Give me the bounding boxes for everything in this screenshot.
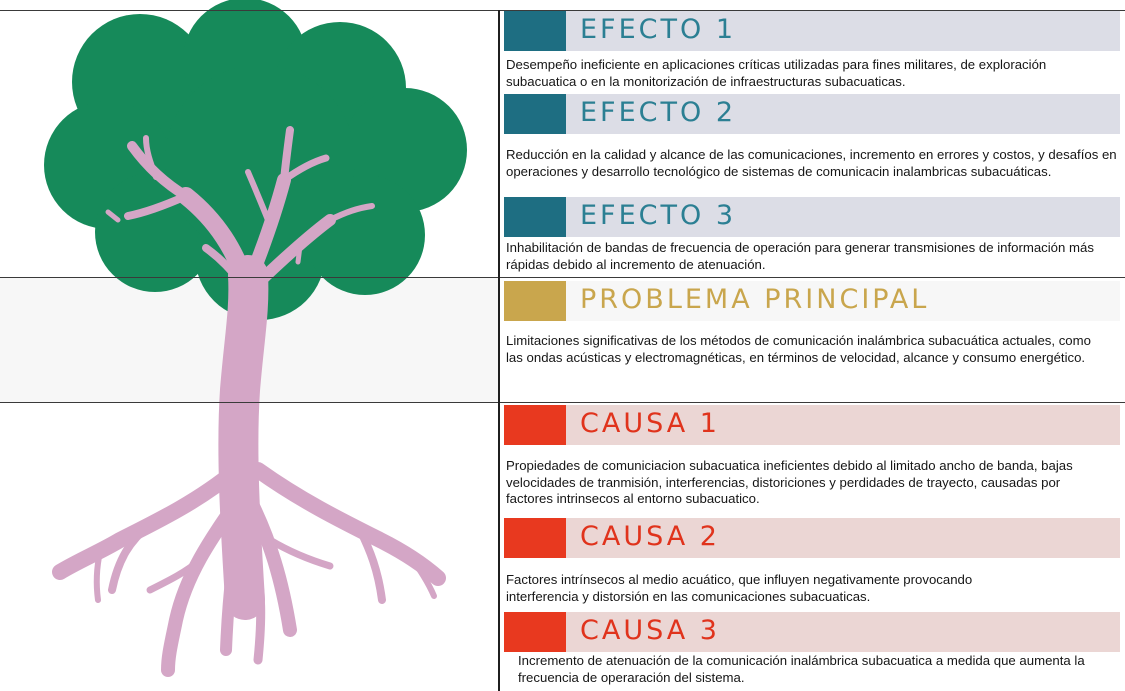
efecto-3-text: Inhabilitación de bandas de frecuencia d… xyxy=(506,240,1094,272)
causa-3-text: Incremento de atenuación de la comunicac… xyxy=(518,653,1085,685)
efecto-1-header: EFECTO 1 xyxy=(504,11,1120,51)
causa-2-swatch xyxy=(504,518,566,558)
column-divider xyxy=(498,10,500,691)
causa-2-bar xyxy=(566,518,1120,558)
causa-2-title: CAUSA 2 xyxy=(580,521,720,552)
separator-problem-causes xyxy=(0,402,1125,403)
efecto-3-swatch xyxy=(504,197,566,237)
causa-1-bar xyxy=(566,405,1120,445)
efecto-3-header: EFECTO 3 xyxy=(504,197,1120,237)
efecto-1-bar xyxy=(566,11,1120,51)
causa-3-swatch xyxy=(504,612,566,652)
tree-canopy xyxy=(44,0,467,320)
separator-effects-problem xyxy=(0,277,1125,278)
efecto-1-swatch xyxy=(504,11,566,51)
causa-1-text: Propiedades de comuniciacion subacuatica… xyxy=(506,458,1073,506)
efecto-1-title: EFECTO 1 xyxy=(580,14,737,45)
tree-roots xyxy=(52,462,446,677)
efecto-1-text: Desempeño ineficiente en aplicaciones cr… xyxy=(506,57,1047,89)
efecto-3-title: EFECTO 3 xyxy=(580,200,737,231)
efecto-2-header: EFECTO 2 xyxy=(504,94,1120,134)
causa-2-text: Factores intrínsecos al medio acuático, … xyxy=(506,572,973,604)
efecto-3-bar xyxy=(566,197,1120,237)
efecto-2-title: EFECTO 2 xyxy=(580,97,737,128)
problema-title: PROBLEMA PRINCIPAL xyxy=(580,284,930,315)
causa-3-title: CAUSA 3 xyxy=(580,615,720,646)
problema-text: Limitaciones significativas de los métod… xyxy=(506,333,1091,365)
problema-swatch xyxy=(504,281,566,321)
problema-header: PROBLEMA PRINCIPAL xyxy=(504,281,1120,321)
causa-2-header: CAUSA 2 xyxy=(504,518,1120,558)
problema-bar xyxy=(566,281,1120,321)
causa-1-swatch xyxy=(504,405,566,445)
causa-1-title: CAUSA 1 xyxy=(580,408,720,439)
causa-3-header: CAUSA 3 xyxy=(504,612,1120,652)
top-border xyxy=(0,10,1125,11)
causa-3-bar xyxy=(566,612,1120,652)
efecto-2-text: Reducción en la calidad y alcance de las… xyxy=(506,147,1117,179)
efecto-2-bar xyxy=(566,94,1120,134)
causa-1-header: CAUSA 1 xyxy=(504,405,1120,445)
problem-tree-illustration xyxy=(44,0,467,677)
efecto-2-swatch xyxy=(504,94,566,134)
